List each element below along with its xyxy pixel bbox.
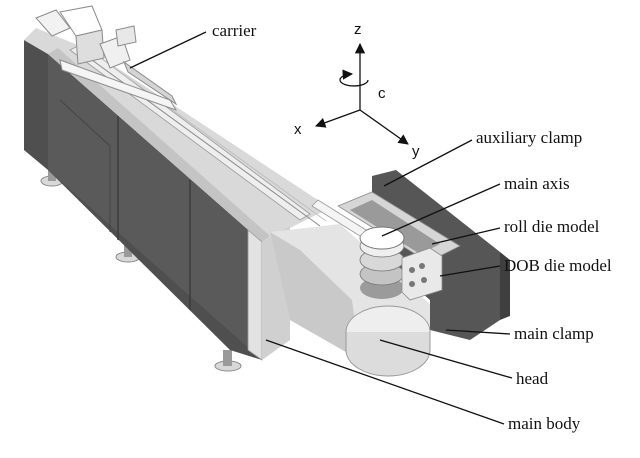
c-axis-label: c xyxy=(378,85,386,102)
roll-die-shape xyxy=(359,226,405,299)
main-axis-label: main axis xyxy=(504,174,570,193)
dob-die-shape xyxy=(401,247,443,301)
z-axis-label: z xyxy=(354,21,362,38)
head-assembly-shape xyxy=(270,170,510,377)
main-clamp-label: main clamp xyxy=(514,324,594,343)
carrier-label: carrier xyxy=(212,21,257,40)
dob-die-model-label: DOB die model xyxy=(504,256,612,275)
auxiliary-clamp-label: auxiliary clamp xyxy=(476,128,582,147)
x-axis-arrow xyxy=(315,109,361,128)
x-axis-label: x xyxy=(294,121,302,138)
carrier-leader xyxy=(129,31,207,69)
c-rotation-arrow xyxy=(339,69,369,87)
machine-illustration xyxy=(24,5,510,377)
main-body-leader xyxy=(265,339,505,425)
main-clamp-leader xyxy=(445,329,511,335)
component-labels: carrier auxiliary clamp main axis roll d… xyxy=(212,21,612,433)
roll-die-leader xyxy=(431,227,501,245)
head-leader xyxy=(379,339,513,379)
carrier-shape xyxy=(35,5,178,111)
dob-die-leader xyxy=(439,265,501,277)
auxiliary-clamp-leader xyxy=(383,139,473,187)
roll-die-model-label: roll die model xyxy=(504,217,600,236)
main-body-shape xyxy=(24,28,330,361)
head-label: head xyxy=(516,369,549,388)
coordinate-axes: z x y c xyxy=(294,21,420,160)
main-body-label: main body xyxy=(508,414,581,433)
y-axis-arrow xyxy=(359,109,409,145)
y-axis-label: y xyxy=(412,143,420,160)
main-axis-leader xyxy=(381,183,501,237)
leader-lines xyxy=(129,31,513,425)
